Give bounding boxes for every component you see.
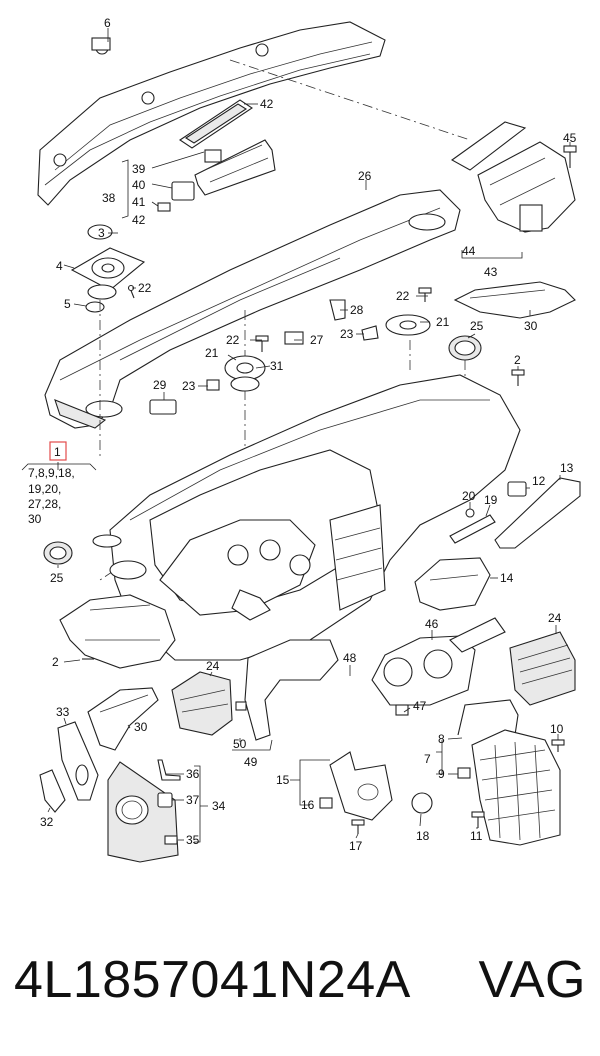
label-22c: 22	[226, 333, 240, 347]
label-30b: 30	[134, 720, 148, 734]
part-1-list-line-3: 27,28,	[28, 497, 61, 511]
speaker-21-center	[206, 331, 304, 392]
label-8: 8	[438, 732, 445, 746]
label-23a: 23	[340, 327, 354, 341]
label-36: 36	[186, 767, 200, 781]
label-24b: 24	[206, 659, 220, 673]
label-24a: 24	[548, 611, 562, 625]
label-19: 19	[484, 493, 498, 507]
label-48: 48	[343, 651, 357, 665]
label-46: 46	[425, 617, 439, 631]
part-1-list-line-4: 30	[28, 512, 42, 526]
label-12: 12	[532, 474, 546, 488]
side-panel-34	[107, 759, 181, 863]
leader-lines	[21, 28, 571, 843]
label-14: 14	[500, 571, 514, 585]
trim-19-20	[449, 508, 496, 544]
trim-33	[57, 721, 99, 801]
label-5: 5	[64, 297, 71, 311]
upper-dashboard-26	[44, 189, 461, 429]
label-21a: 21	[436, 315, 450, 329]
brand: VAG	[478, 951, 586, 1009]
label-2a: 2	[514, 353, 521, 367]
label-34: 34	[212, 799, 226, 813]
label-21b: 21	[205, 346, 219, 360]
label-10: 10	[550, 722, 564, 736]
label-37: 37	[186, 793, 200, 807]
label-3: 3	[98, 226, 105, 240]
label-40: 40	[132, 178, 146, 192]
label-31: 31	[270, 359, 284, 373]
label-30a: 30	[524, 319, 538, 333]
label-41: 41	[132, 195, 146, 209]
part-number: 4L1857041N24A	[14, 951, 411, 1009]
label-22a: 22	[138, 281, 152, 295]
part-1-list-line-2: 19,20,	[28, 482, 61, 496]
label-28: 28	[350, 303, 364, 317]
item-32	[39, 769, 66, 813]
vent-24-right	[509, 631, 576, 706]
duct-43	[450, 121, 577, 233]
caption: 4L1857041N24A VAG	[0, 930, 600, 1030]
vent-24-left	[171, 671, 233, 736]
label-47: 47	[413, 699, 427, 713]
label-35: 35	[186, 833, 200, 847]
label-43: 43	[484, 265, 498, 279]
label-25a: 25	[470, 319, 484, 333]
label-50: 50	[233, 737, 247, 751]
part-1-list-line-1: 7,8,9,18,	[28, 466, 75, 480]
part-labels: 6 42 39 40 41 42 38 3 4 22 5 26 45 44 43…	[28, 16, 577, 853]
label-15: 15	[276, 773, 290, 787]
item-18	[411, 792, 433, 814]
speaker-21-right	[329, 299, 431, 341]
glovebox-14	[414, 557, 491, 611]
label-29: 29	[153, 378, 167, 392]
cowl-panel	[37, 21, 386, 206]
vent-25-right	[448, 335, 525, 386]
label-25b: 25	[50, 571, 64, 585]
speaker-left	[70, 224, 146, 313]
exploded-parts-diagram: 6 42 39 40 41 42 38 3 4 22 5 26 45 44 43…	[21, 16, 581, 863]
trim-49	[235, 639, 339, 741]
label-18: 18	[416, 829, 430, 843]
dashboard-main	[59, 374, 521, 669]
label-38: 38	[102, 191, 116, 205]
instrument-cluster-46	[371, 617, 506, 706]
part-1-highlight	[49, 441, 67, 461]
label-4: 4	[56, 259, 63, 273]
label-44: 44	[462, 244, 476, 258]
label-39: 39	[132, 162, 146, 176]
label-42: 42	[260, 97, 274, 111]
item-12	[507, 481, 527, 497]
label-23b: 23	[182, 379, 196, 393]
frame-7	[395, 699, 565, 846]
label-16: 16	[301, 798, 315, 812]
label-45: 45	[563, 131, 577, 145]
label-22b: 22	[396, 289, 410, 303]
label-27: 27	[310, 333, 324, 347]
label-17: 17	[349, 839, 363, 853]
label-42b: 42	[132, 213, 146, 227]
label-20: 20	[462, 489, 476, 503]
bracket-15	[319, 751, 393, 834]
label-13: 13	[560, 461, 574, 475]
label-49: 49	[244, 755, 258, 769]
label-26: 26	[358, 169, 372, 183]
vent-25-left	[43, 399, 177, 565]
duct-30-right	[418, 281, 576, 319]
label-11: 11	[470, 829, 483, 843]
label-6: 6	[104, 16, 111, 30]
vent-assembly-38	[157, 99, 276, 212]
duct-30-left	[87, 687, 159, 751]
label-32: 32	[40, 815, 54, 829]
label-7: 7	[424, 752, 431, 766]
label-9: 9	[438, 767, 445, 781]
label-1: 1	[54, 445, 61, 459]
label-2b: 2	[52, 655, 59, 669]
label-33: 33	[56, 705, 70, 719]
